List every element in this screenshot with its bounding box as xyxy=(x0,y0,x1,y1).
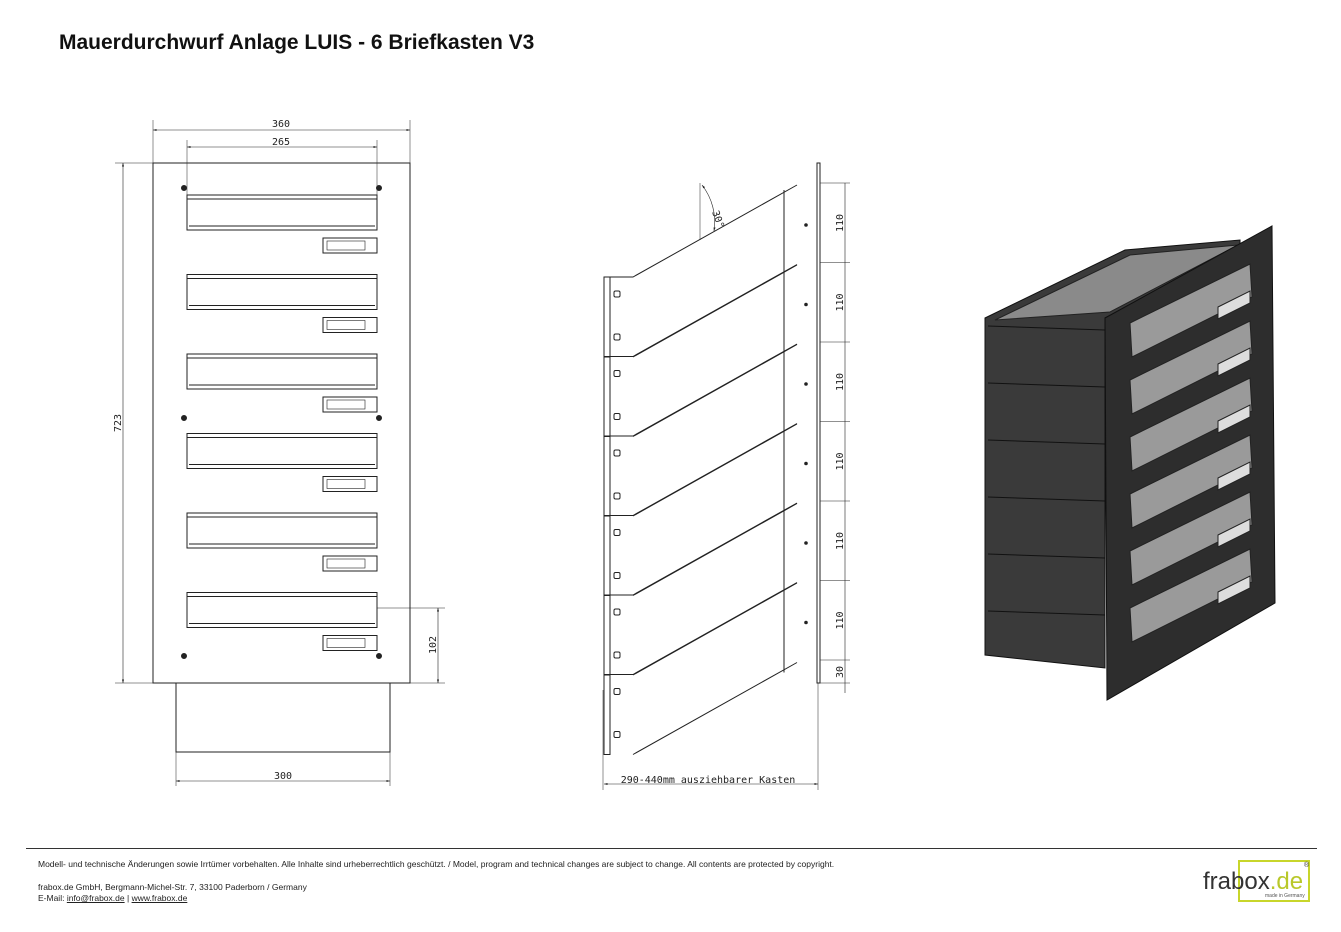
footer-divider xyxy=(26,848,1317,849)
logo-name: frabox xyxy=(1203,868,1270,895)
iso-nameplate xyxy=(1217,347,1251,377)
dim-300: 300 xyxy=(274,771,292,782)
mailbox-flap xyxy=(186,592,378,628)
nameplate xyxy=(322,237,378,254)
dim-723: 723 xyxy=(113,414,124,432)
side-box xyxy=(610,423,798,596)
footer-address: frabox.de GmbH, Bergmann-Michel-Str. 7, … xyxy=(38,882,307,892)
side-box xyxy=(610,582,798,755)
nameplate xyxy=(322,396,378,413)
separator: | xyxy=(126,893,130,903)
wall-tube xyxy=(175,682,391,753)
mounting-hole xyxy=(181,653,187,659)
dim-360: 360 xyxy=(272,119,290,130)
iso-nameplate xyxy=(1217,461,1251,491)
iso-nameplate xyxy=(1217,290,1251,320)
side-box xyxy=(610,264,798,437)
frabox-logo: frabox.de ® made in Germany xyxy=(1203,860,1311,902)
mailbox-flap xyxy=(186,353,378,390)
nameplate xyxy=(322,476,378,492)
footer-contact: E-Mail: info@frabox.de | www.frabox.de xyxy=(38,893,187,903)
mounting-hole xyxy=(376,185,382,191)
iso-nameplate xyxy=(1217,575,1251,605)
nameplate xyxy=(322,317,378,333)
angle-arc xyxy=(701,184,716,232)
side-box xyxy=(610,184,798,358)
mailbox-flap xyxy=(186,433,378,469)
row-dim-2: 110 xyxy=(835,373,846,391)
iso-flap xyxy=(1129,548,1253,643)
side-plate xyxy=(816,162,821,684)
mailbox-flap xyxy=(186,274,378,310)
angle-label: 30° xyxy=(709,209,726,230)
nameplate xyxy=(322,635,378,651)
iso-view xyxy=(984,225,1276,701)
nameplate xyxy=(322,555,378,572)
iso-flap xyxy=(1129,263,1253,358)
website-link[interactable]: www.frabox.de xyxy=(131,893,188,903)
mounting-hole xyxy=(376,653,382,659)
logo-registered: ® xyxy=(1304,862,1310,869)
dim-265: 265 xyxy=(272,137,290,148)
iso-flap xyxy=(1129,320,1253,415)
page-title: Mauerdurchwurf Anlage LUIS - 6 Briefkast… xyxy=(59,31,535,54)
mounting-hole xyxy=(181,415,187,421)
email-link[interactable]: info@frabox.de xyxy=(66,893,125,903)
side-box xyxy=(610,502,798,676)
mounting-hole xyxy=(376,415,382,421)
iso-flap xyxy=(1129,491,1253,586)
iso-flap xyxy=(1129,377,1253,472)
row-dim-3: 110 xyxy=(835,452,846,470)
logo-tagline: made in Germany xyxy=(1265,893,1305,899)
mailbox-flap xyxy=(186,512,378,549)
side-box xyxy=(610,343,798,517)
mailbox-flap xyxy=(186,194,378,231)
logo-tld: .de xyxy=(1269,868,1304,895)
logo-frame xyxy=(1238,860,1310,902)
front-view xyxy=(115,120,445,786)
row-dim-0: 110 xyxy=(835,214,846,232)
iso-nameplate xyxy=(1217,518,1251,548)
bottom-dim: 30 xyxy=(835,666,846,678)
iso-flap xyxy=(1129,434,1253,529)
row-dim-1: 110 xyxy=(835,293,846,311)
side-view xyxy=(602,162,850,790)
row-dim-5: 110 xyxy=(835,611,846,629)
mounting-hole xyxy=(181,185,187,191)
front-plate xyxy=(152,162,411,684)
dim-102: 102 xyxy=(428,636,439,654)
email-label: E-Mail: xyxy=(38,893,65,903)
iso-nameplate xyxy=(1217,404,1251,434)
depth-label: 290-440mm ausziehbarer Kasten xyxy=(621,775,796,786)
footer-disclaimer: Modell- und technische Änderungen sowie … xyxy=(38,859,835,869)
row-dim-4: 110 xyxy=(835,532,846,550)
